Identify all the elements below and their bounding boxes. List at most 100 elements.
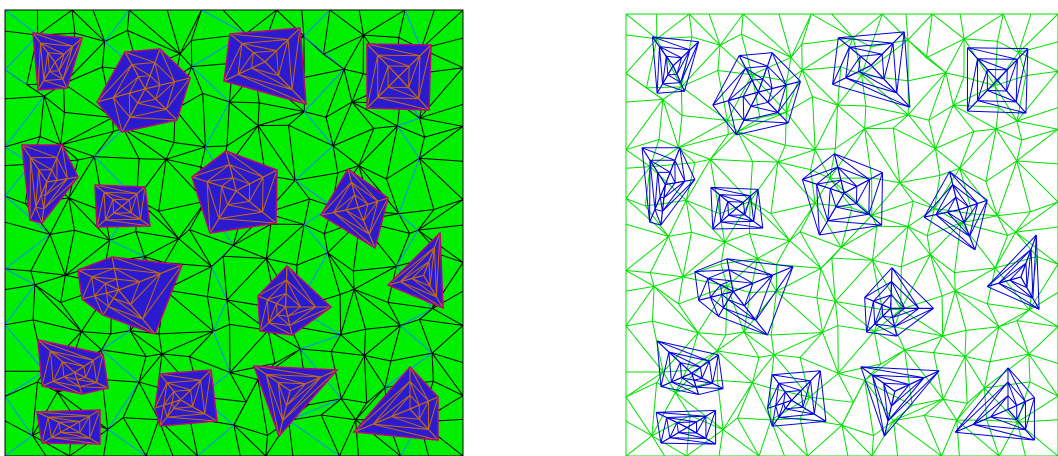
hole-mesh-edge [43,195,46,210]
hole-mesh-edge [723,307,757,321]
hole-mesh-edge [276,39,289,51]
mesh-edge [678,285,728,305]
hole-mesh-edge [111,256,161,274]
mesh-edge [963,76,995,87]
mesh-edge [799,332,823,358]
mesh-edge [433,199,464,211]
hole-mesh-edge [969,200,988,237]
hole-mesh-edge [767,88,773,103]
hole-mesh-edge [149,62,156,76]
mesh-edge [987,303,1030,311]
hole-mesh-edge [388,86,409,89]
hole-mesh-edge [350,181,356,195]
hole-mesh-edge [679,362,692,374]
mesh-edge [101,333,112,351]
hole-mesh-edge [419,400,429,406]
mesh-edge [625,166,651,199]
hole-mesh-edge [1015,101,1027,114]
hole-mesh-edge [47,52,50,72]
mesh-edge [908,72,946,82]
mesh-edge [304,111,327,118]
hole-mesh-edge [49,350,54,382]
hole-fill [224,28,306,104]
hole-mesh-edge [96,382,109,389]
hole-mesh-edge [275,303,278,315]
hole-mesh-edge [843,185,858,194]
hole-mesh-edge [874,315,884,325]
hole-mesh-edge [837,166,858,187]
mesh-edge [998,309,1030,328]
hole-mesh-edge [113,297,143,320]
hole-mesh-edge [667,73,677,76]
hole-mesh-edge [52,380,80,388]
hole-mesh-edge [409,394,420,406]
mesh-edge [303,224,329,254]
hole-mesh-edge [62,361,75,373]
mesh-edge [229,101,259,127]
hole-mesh-edge [411,278,431,287]
hole-mesh-edge [305,376,322,385]
mesh-edge [678,276,684,304]
hole-mesh-edge [726,258,730,270]
mesh-edge [64,230,75,276]
hole-mesh-edge [672,65,678,75]
mesh-edge [625,38,658,74]
hole-mesh-edge [372,423,429,430]
hole-mesh-edge [990,416,1017,421]
mesh-edge [799,357,839,374]
hole-mesh-edge [155,81,176,100]
mesh-edge [904,349,934,354]
hole-mesh-edge [986,248,1032,287]
hole-mesh-edge [63,45,74,55]
hole-mesh-edge [810,370,821,382]
hole-mesh-edge [83,366,87,378]
hole-mesh-edge [428,396,439,430]
hole-mesh-edge [232,177,237,191]
mesh-edge [404,9,422,50]
hole-mesh-edge [881,304,891,309]
hole-mesh-edge [767,405,776,409]
hole-mesh-edge [137,98,156,104]
hole-mesh-edge [241,42,277,52]
mesh-edge [343,34,364,70]
hole-mesh-edge [289,306,332,326]
hole-mesh-edge [69,426,80,434]
hole-mesh-edge [41,194,46,197]
hole-mesh-edge [890,294,906,309]
hole-mesh-edge [845,55,861,79]
hole-mesh-edge [249,176,264,185]
hole-mesh-edge [285,383,306,406]
hole-mesh-edge [723,299,729,309]
hole-mesh-edge [998,279,1010,284]
mesh-edge [353,288,401,327]
hole-mesh-edge [967,47,1028,50]
hole-mesh-edge [662,74,669,85]
mesh-edge [323,233,329,253]
hole-mesh-edge [712,221,722,230]
mesh-edge [107,381,140,430]
mesh-edge [189,229,213,267]
mesh-edge [364,325,401,356]
hole-mesh-edge [771,374,780,384]
mesh-edge [1028,353,1058,364]
hole-mesh-edge [163,402,173,406]
mesh-edge [179,9,202,55]
mesh-edge [4,30,38,36]
mesh-edge [663,369,687,373]
mesh-edge [871,177,900,184]
hole-outline [37,339,109,395]
hole-mesh-edge [372,416,392,425]
mesh-edge [145,353,163,357]
mesh-edge [668,231,692,237]
hole-mesh-edge [128,92,138,104]
hole-polygon [986,234,1040,310]
hole-mesh-edge [268,322,290,326]
hole-fill [33,33,82,90]
mesh-edge [682,232,692,277]
hole-mesh-edge [112,97,131,118]
mesh-edge [926,222,962,237]
hole-mesh-edge [320,369,338,378]
hole-mesh-edge [131,62,155,66]
mesh-edge [994,235,1009,269]
hole-mesh-edge [680,82,685,92]
